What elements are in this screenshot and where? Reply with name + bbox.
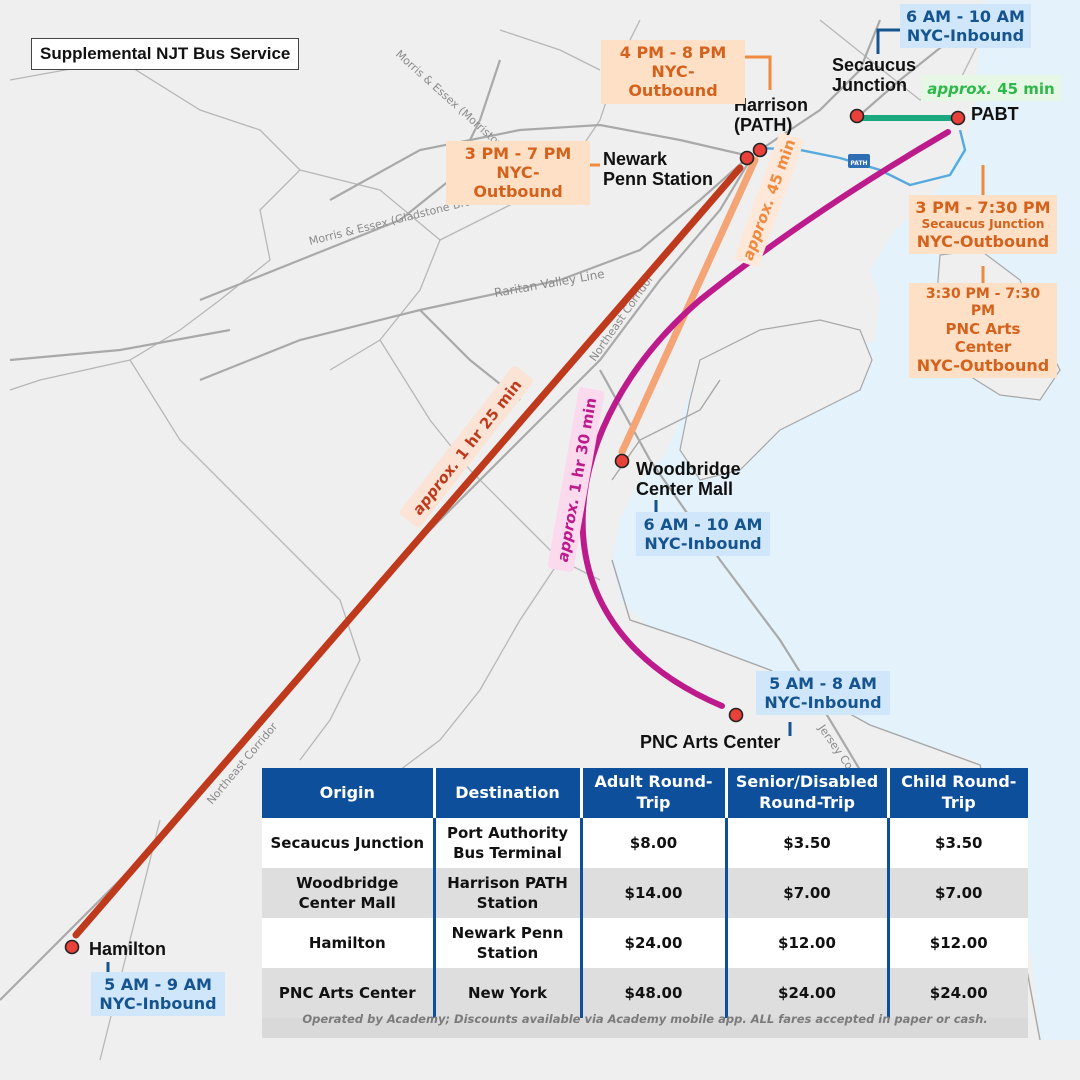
header-child: Child Round-Trip [886,768,1028,818]
cell-adult-fare: $8.00 [579,818,726,868]
schedule-hamilton-inbound: 5 AM - 9 AM NYC-Inbound [91,972,225,1017]
cell-adult-fare: $48.00 [579,968,726,1018]
header-adult: Adult Round-Trip [579,768,726,818]
route-pnc-pabt [579,129,951,709]
cell-child-fare: $7.00 [886,868,1028,918]
fare-table-panel: Origin Destination Adult Round-Trip Seni… [262,768,1028,1038]
cell-child-fare: $12.00 [886,918,1028,968]
cell-senior-fare: $12.00 [724,918,888,968]
station-dot-woodbridge[interactable] [614,453,630,469]
cell-destination: Port Authority Bus Terminal [432,818,581,868]
callout-connectors [106,28,985,972]
table-row: Woodbridge Center Mall Harrison PATH Sta… [262,868,1028,918]
table-row: Secaucus Junction Port Authority Bus Ter… [262,818,1028,868]
route-hamilton-newark [72,164,744,939]
schedule-pnc-inbound: 5 AM - 8 AM NYC-Inbound [756,671,890,716]
cell-child-fare: $24.00 [886,968,1028,1018]
station-label-pabt: PABT [971,104,1019,124]
cell-origin: Woodbridge Center Mall [262,868,434,918]
cell-senior-fare: $3.50 [724,818,888,868]
station-dot-pabt[interactable] [950,110,966,126]
station-dot-harrison[interactable] [752,142,768,158]
cell-senior-fare: $24.00 [724,968,888,1018]
station-label-newark: Newark Penn Station [603,149,714,190]
schedule-newark-outbound: 3 PM - 7 PM NYC-Outbound [446,141,590,205]
header-destination: Destination [432,768,581,818]
fare-table-header-row: Origin Destination Adult Round-Trip Seni… [262,768,1028,818]
station-label-secaucus: Secaucus Junction [832,55,917,96]
station-label-hamilton: Hamilton [89,939,167,959]
station-dot-pnc[interactable] [728,707,744,723]
cell-origin: Secaucus Junction [262,818,434,868]
cell-destination: New York [432,968,581,1018]
connector-harrison-outbound [745,55,772,90]
station-markers [64,108,966,955]
station-dot-secaucus[interactable] [849,108,865,124]
cell-adult-fare: $14.00 [579,868,726,918]
path-logo-icon [848,154,870,168]
connector-secaucus-inbound [876,28,900,54]
route-woodbridge-harrison [618,156,759,456]
table-row: PNC Arts Center New York $48.00 $24.00 $… [262,968,1028,1018]
cell-senior-fare: $7.00 [724,868,888,918]
rail-main-north [759,19,882,151]
duration-secaucus-pabt: approx. 45 min [927,80,1054,98]
station-dot-newark[interactable] [739,150,755,166]
cell-destination: Harrison PATH Station [432,868,581,918]
schedule-pabt-pnc-outbound: 3:30 PM - 7:30 PM PNC Arts Center NYC-Ou… [909,283,1057,378]
cell-origin: Hamilton [262,918,434,968]
map-title: Supplemental NJT Bus Service [31,38,300,70]
cell-adult-fare: $24.00 [579,918,726,968]
header-senior: Senior/Disabled Round-Trip [724,768,888,818]
fare-note: Operated by Academy; Discounts available… [302,1012,988,1026]
rail-jersey-coast [599,369,861,771]
rail-raritan-valley [199,159,746,382]
path-route [759,129,967,187]
table-row: Hamilton Newark Penn Station $24.00 $12.… [262,918,1028,968]
station-label-harrison: Harrison (PATH) [734,95,809,136]
rail-branch-1 [9,328,231,362]
header-origin: Origin [262,768,434,818]
schedule-secaucus-inbound: 6 AM - 10 AM NYC-Inbound [900,4,1031,49]
cell-origin: PNC Arts Center [262,968,434,1018]
rail-morristown [329,123,746,201]
rail-pascack [859,39,951,116]
fare-table: Origin Destination Adult Round-Trip Seni… [262,768,1028,1018]
station-label-woodbridge: Woodbridge Center Mall [636,459,741,500]
schedule-woodbridge-inbound: 6 AM - 10 AM NYC-Inbound [636,512,770,557]
schedule-harrison-outbound: 4 PM - 8 PM NYC-Outbound [601,40,745,104]
station-dot-hamilton[interactable] [64,939,80,955]
station-label-pnc: PNC Arts Center [640,732,781,752]
cell-destination: Newark Penn Station [432,918,581,968]
cell-child-fare: $3.50 [886,818,1028,868]
rail-gladstone [199,59,502,302]
path-logo-text: PATH [850,160,867,167]
staten-island [679,319,873,481]
schedule-pabt-secaucus-outbound: 3 PM - 7:30 PM Secaucus Junction NYC-Out… [909,195,1057,254]
